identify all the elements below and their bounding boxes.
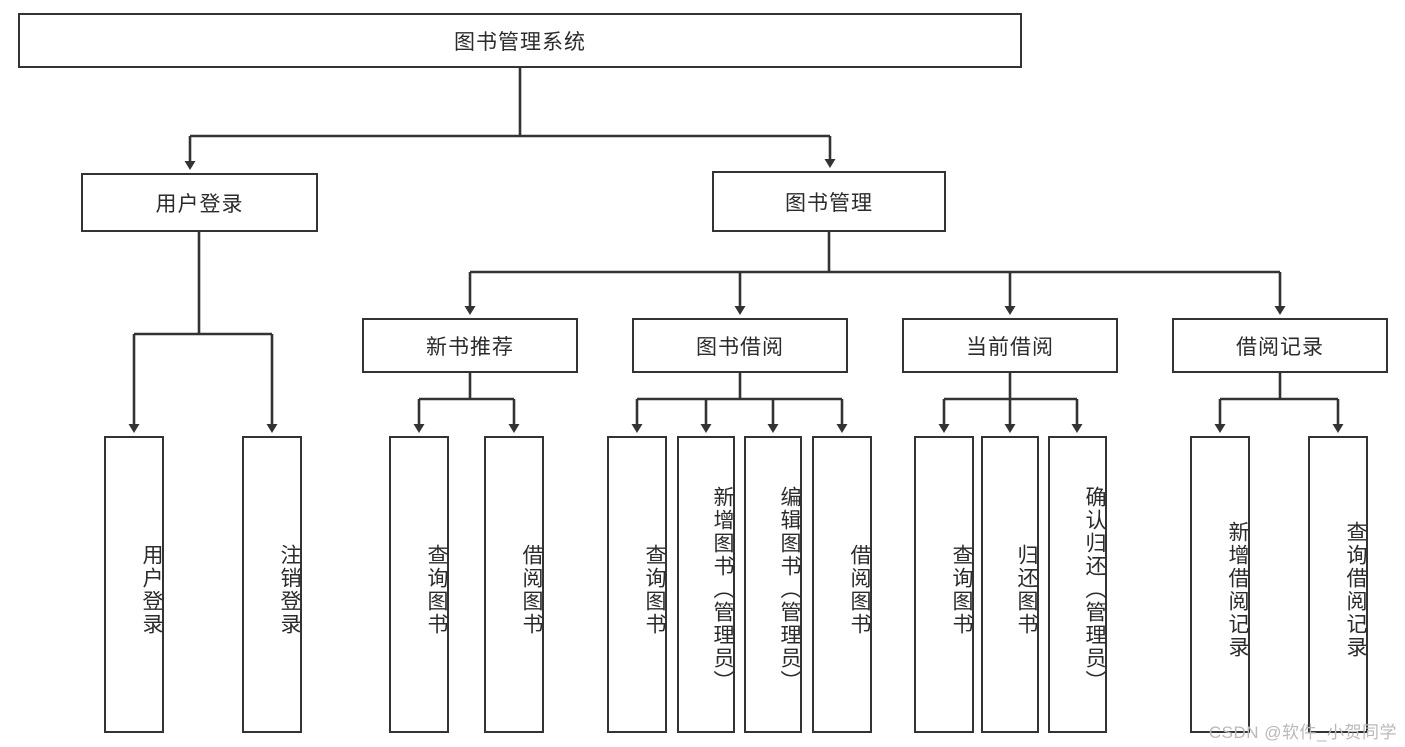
node-leaf-add-book[interactable]: 新增图书（管理员） bbox=[677, 436, 735, 733]
node-leaf-user-logout[interactable]: 注销登录 bbox=[242, 436, 302, 733]
node-leaf-query-book-2[interactable]: 查询图书 bbox=[607, 436, 667, 733]
node-label: 归还图书 bbox=[1015, 543, 1038, 636]
node-label: 图书管理系统 bbox=[454, 30, 586, 54]
csdn-watermark: CSDN @软件_小贺同学 bbox=[1208, 723, 1397, 742]
node-borrow-record[interactable]: 借阅记录 bbox=[1172, 318, 1388, 373]
node-leaf-add-record[interactable]: 新增借阅记录 bbox=[1190, 436, 1250, 733]
node-label: 注销登录 bbox=[278, 543, 301, 636]
node-label: 查询借阅记录 bbox=[1344, 520, 1367, 659]
node-root-book-management-system[interactable]: 图书管理系统 bbox=[18, 13, 1022, 68]
node-label: 新书推荐 bbox=[426, 335, 514, 359]
node-book-management[interactable]: 图书管理 bbox=[712, 171, 946, 232]
node-leaf-borrow-book-2[interactable]: 借阅图书 bbox=[812, 436, 872, 733]
node-leaf-borrow-book-1[interactable]: 借阅图书 bbox=[484, 436, 544, 733]
node-user-login[interactable]: 用户登录 bbox=[81, 173, 318, 232]
node-label: 当前借阅 bbox=[966, 335, 1054, 359]
node-book-borrow[interactable]: 图书借阅 bbox=[632, 318, 848, 373]
node-label: 确认归还（管理员） bbox=[1083, 486, 1106, 693]
node-leaf-query-book-1[interactable]: 查询图书 bbox=[389, 436, 449, 733]
node-label: 用户登录 bbox=[155, 192, 244, 216]
node-leaf-query-book-3[interactable]: 查询图书 bbox=[914, 436, 974, 733]
node-label: 新增借阅记录 bbox=[1226, 520, 1249, 659]
node-label: 借阅记录 bbox=[1236, 335, 1324, 359]
node-label: 新增图书（管理员） bbox=[711, 486, 734, 693]
node-label: 查询图书 bbox=[425, 543, 448, 636]
node-current-borrow[interactable]: 当前借阅 bbox=[902, 318, 1118, 373]
node-label: 查询图书 bbox=[643, 543, 666, 636]
node-label: 图书管理 bbox=[785, 191, 873, 215]
node-new-book-recommend[interactable]: 新书推荐 bbox=[362, 318, 578, 373]
node-label: 用户登录 bbox=[140, 543, 163, 636]
node-label: 编辑图书（管理员） bbox=[778, 486, 801, 693]
node-label: 借阅图书 bbox=[848, 543, 871, 636]
node-leaf-query-record[interactable]: 查询借阅记录 bbox=[1308, 436, 1368, 733]
node-label: 查询图书 bbox=[950, 543, 973, 636]
node-leaf-confirm-return[interactable]: 确认归还（管理员） bbox=[1048, 436, 1107, 733]
node-leaf-return-book[interactable]: 归还图书 bbox=[981, 436, 1039, 733]
node-leaf-edit-book[interactable]: 编辑图书（管理员） bbox=[744, 436, 802, 733]
node-label: 借阅图书 bbox=[520, 543, 543, 636]
node-leaf-user-login[interactable]: 用户登录 bbox=[104, 436, 164, 733]
node-label: 图书借阅 bbox=[696, 335, 784, 359]
